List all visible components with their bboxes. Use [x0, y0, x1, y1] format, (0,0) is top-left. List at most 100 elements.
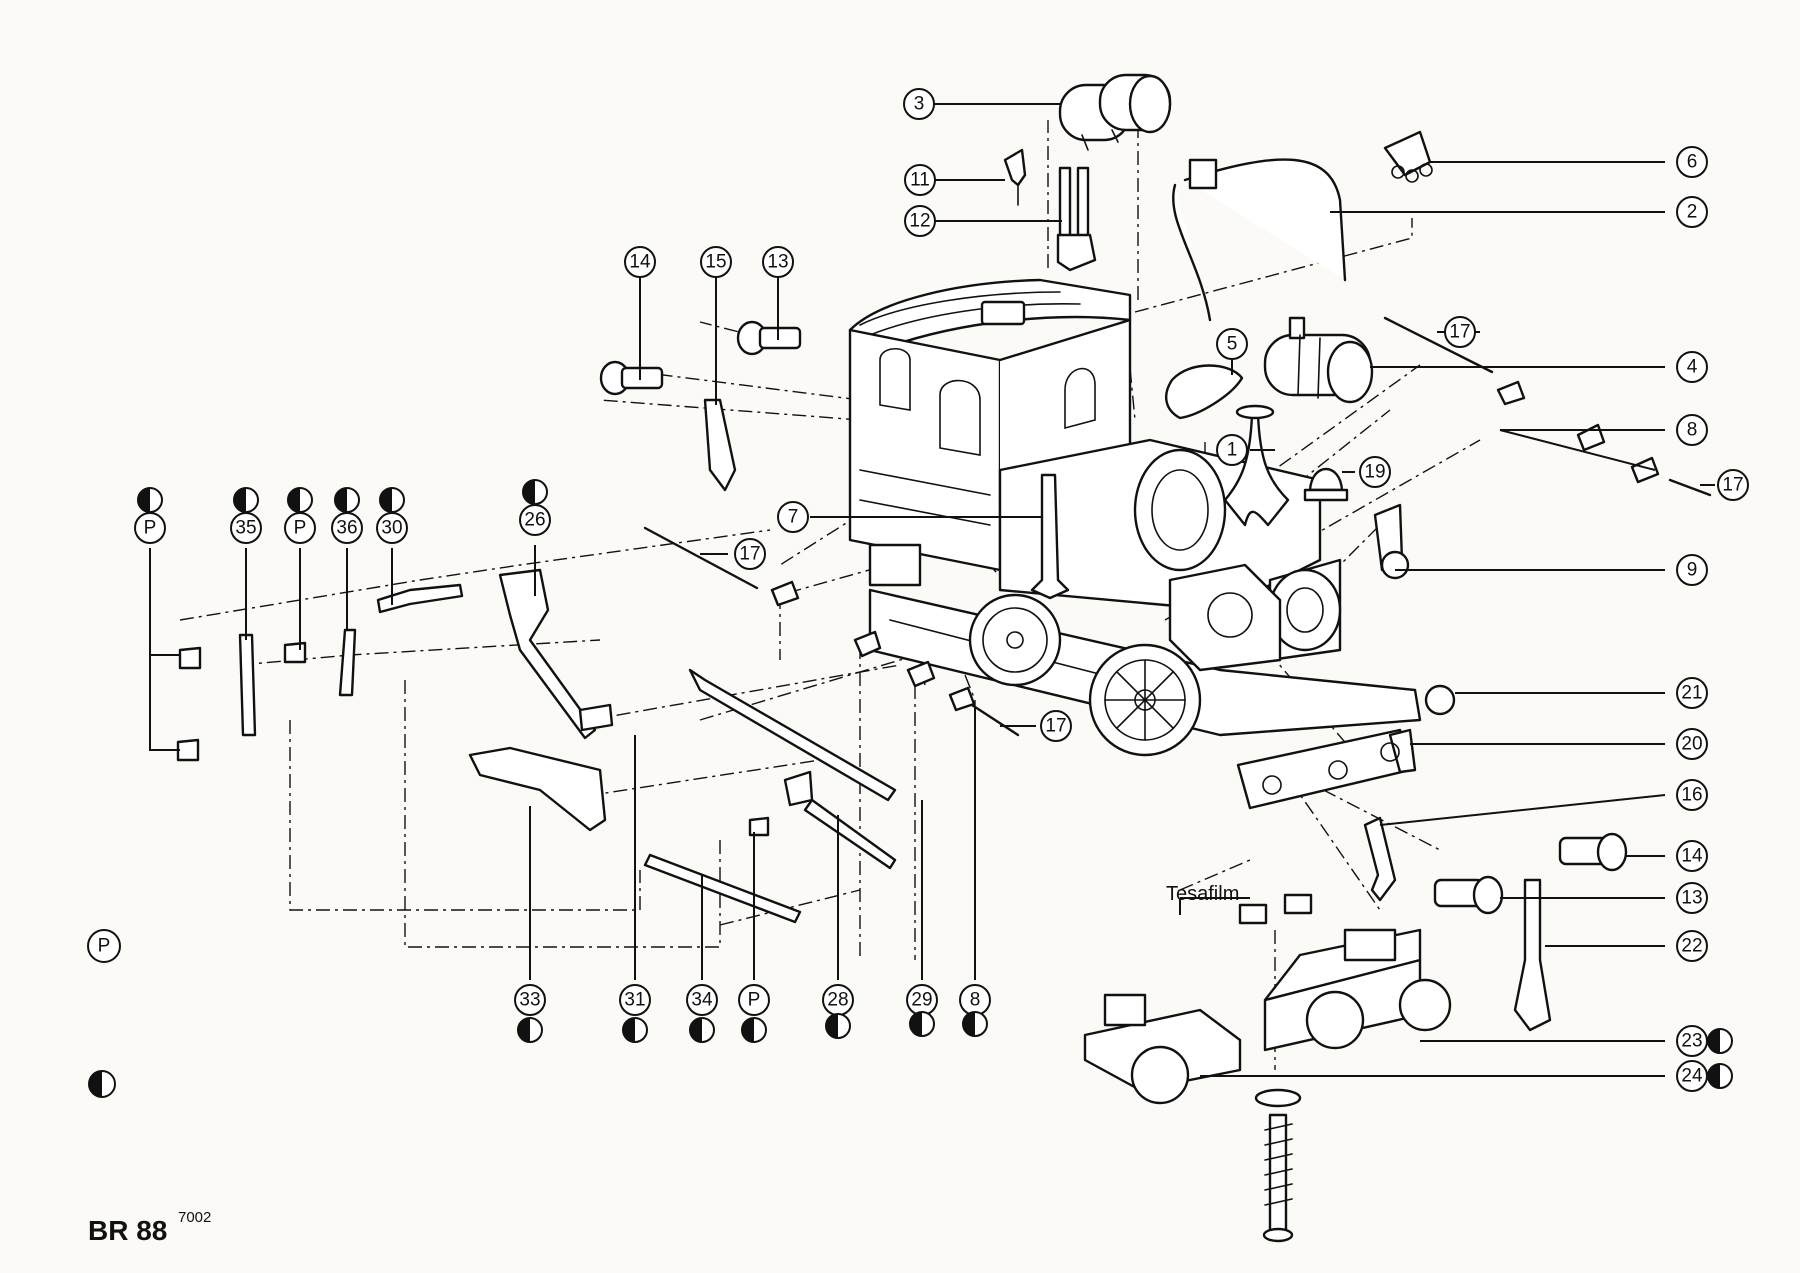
whistle-valve: [1003, 148, 1027, 187]
half-filled-circle-icon: [379, 487, 405, 513]
tape-piece-2: [1283, 893, 1313, 915]
svg-text:5: 5: [1227, 334, 1238, 355]
callout-28: 28: [822, 984, 854, 1016]
half-filled-circle-icon: [334, 487, 360, 513]
screw-coupling: [1513, 878, 1552, 1032]
handrail: [1183, 158, 1347, 282]
callout-17c: 17: [734, 538, 766, 570]
svg-text:16: 16: [1681, 785, 1702, 806]
callout-15: 15: [700, 246, 732, 278]
parts: [176, 73, 1712, 1243]
coupling-hook: [1363, 816, 1397, 902]
legend: P: [87, 929, 121, 1098]
legend-p-symbol: P: [87, 929, 121, 963]
roof-hatch: [980, 300, 1026, 326]
half-filled-circle-icon: [1707, 1063, 1733, 1089]
driving-wheels: [968, 593, 1202, 757]
air-pump: [1263, 316, 1374, 404]
rod-17d: [970, 703, 1020, 737]
callout-9: 9: [1676, 554, 1708, 586]
callout-8: 8: [1676, 414, 1708, 446]
callout-8b: 8: [959, 984, 991, 1016]
buffer-beam: [1236, 728, 1417, 810]
svg-text:14: 14: [1681, 846, 1703, 867]
callout-11: 11: [904, 164, 936, 196]
callout-p-left: P: [134, 512, 166, 544]
half-filled-circle-icon: [517, 1017, 543, 1043]
svg-text:23: 23: [1681, 1031, 1702, 1052]
svg-text:P: P: [144, 518, 157, 539]
callout-17d: 17: [1040, 710, 1072, 742]
svg-text:9: 9: [1687, 560, 1698, 581]
svg-text:11: 11: [910, 170, 930, 191]
callout-21: 21: [1676, 677, 1708, 709]
callout-6: 6: [1676, 146, 1708, 178]
callout-2: 2: [1676, 196, 1708, 228]
callout-3: 3: [903, 88, 935, 120]
callout-20: 20: [1676, 728, 1708, 760]
svg-text:13: 13: [767, 252, 788, 273]
buffers-front: [1433, 832, 1628, 915]
half-filled-circle-icon: [287, 487, 313, 513]
legend-half-filled-circle-icon: [88, 1070, 116, 1098]
dome-cap: [1308, 467, 1344, 492]
tape-label: Tesafilm: [1166, 883, 1239, 905]
sand-domes: [1058, 73, 1172, 151]
callout-4: 4: [1676, 351, 1708, 383]
svg-text:17: 17: [739, 544, 760, 565]
svg-text:2: 2: [1687, 202, 1698, 223]
callout-36: 36: [331, 512, 363, 544]
svg-text:1: 1: [1227, 440, 1238, 461]
page-title: BR 88 7002: [88, 1209, 211, 1246]
svg-text:17: 17: [1449, 322, 1470, 343]
title-text: BR 88: [88, 1215, 167, 1246]
svg-text:15: 15: [705, 252, 726, 273]
svg-text:33: 33: [519, 990, 540, 1011]
svg-text:26: 26: [524, 510, 545, 531]
valve-gear: [176, 568, 897, 924]
callout-24: 24: [1676, 1060, 1708, 1092]
chimney: [1223, 413, 1290, 527]
callout-26: 26: [519, 504, 551, 536]
svg-text:21: 21: [1681, 683, 1702, 704]
title-superscript: 7002: [178, 1209, 211, 1226]
svg-text:13: 13: [1681, 888, 1702, 909]
callout-1: 1: [1216, 434, 1248, 466]
curved-plate: [1164, 364, 1244, 420]
rod-17b: [1668, 478, 1712, 497]
svg-text:19: 19: [1364, 462, 1385, 483]
callout-34: 34: [686, 984, 718, 1016]
half-filled-circle-icon: [825, 1013, 851, 1039]
svg-text:30: 30: [381, 518, 402, 539]
rod-17c: [643, 526, 759, 590]
half-filled-circle-icon: [233, 487, 259, 513]
svg-text:6: 6: [1687, 152, 1698, 173]
svg-text:14: 14: [629, 252, 651, 273]
svg-text:12: 12: [909, 211, 930, 232]
rod-17a: [1383, 316, 1494, 374]
safety-valves: [1056, 166, 1097, 272]
svg-text:36: 36: [336, 518, 357, 539]
svg-text:31: 31: [624, 990, 645, 1011]
coupling-ring: [1424, 684, 1456, 716]
half-filled-circle-icon: [522, 479, 548, 505]
callout-13: 13: [762, 246, 794, 278]
callout-14b: 14: [1676, 840, 1708, 872]
motor-block: [1263, 928, 1452, 1052]
cab-step: [868, 543, 922, 587]
svg-text:34: 34: [691, 990, 713, 1011]
gear-block: [1083, 993, 1302, 1243]
callout-29: 29: [906, 984, 938, 1016]
callout-33: 33: [514, 984, 546, 1016]
svg-text:28: 28: [827, 990, 848, 1011]
callout-17b: 17: [1717, 469, 1749, 501]
svg-text:P: P: [748, 990, 761, 1011]
half-filled-circle-icon: [909, 1011, 935, 1037]
svg-text:20: 20: [1681, 734, 1702, 755]
leader-lines: [149, 103, 1715, 1077]
callout-7: 7: [777, 501, 809, 533]
steam-horn: [1030, 473, 1070, 600]
callouts: 3 11 12 6 2 14 15 13 5 17 4 8 1 19 17 7 …: [134, 88, 1749, 1092]
half-filled-circle-icon: [741, 1017, 767, 1043]
callout-22: 22: [1676, 930, 1708, 962]
